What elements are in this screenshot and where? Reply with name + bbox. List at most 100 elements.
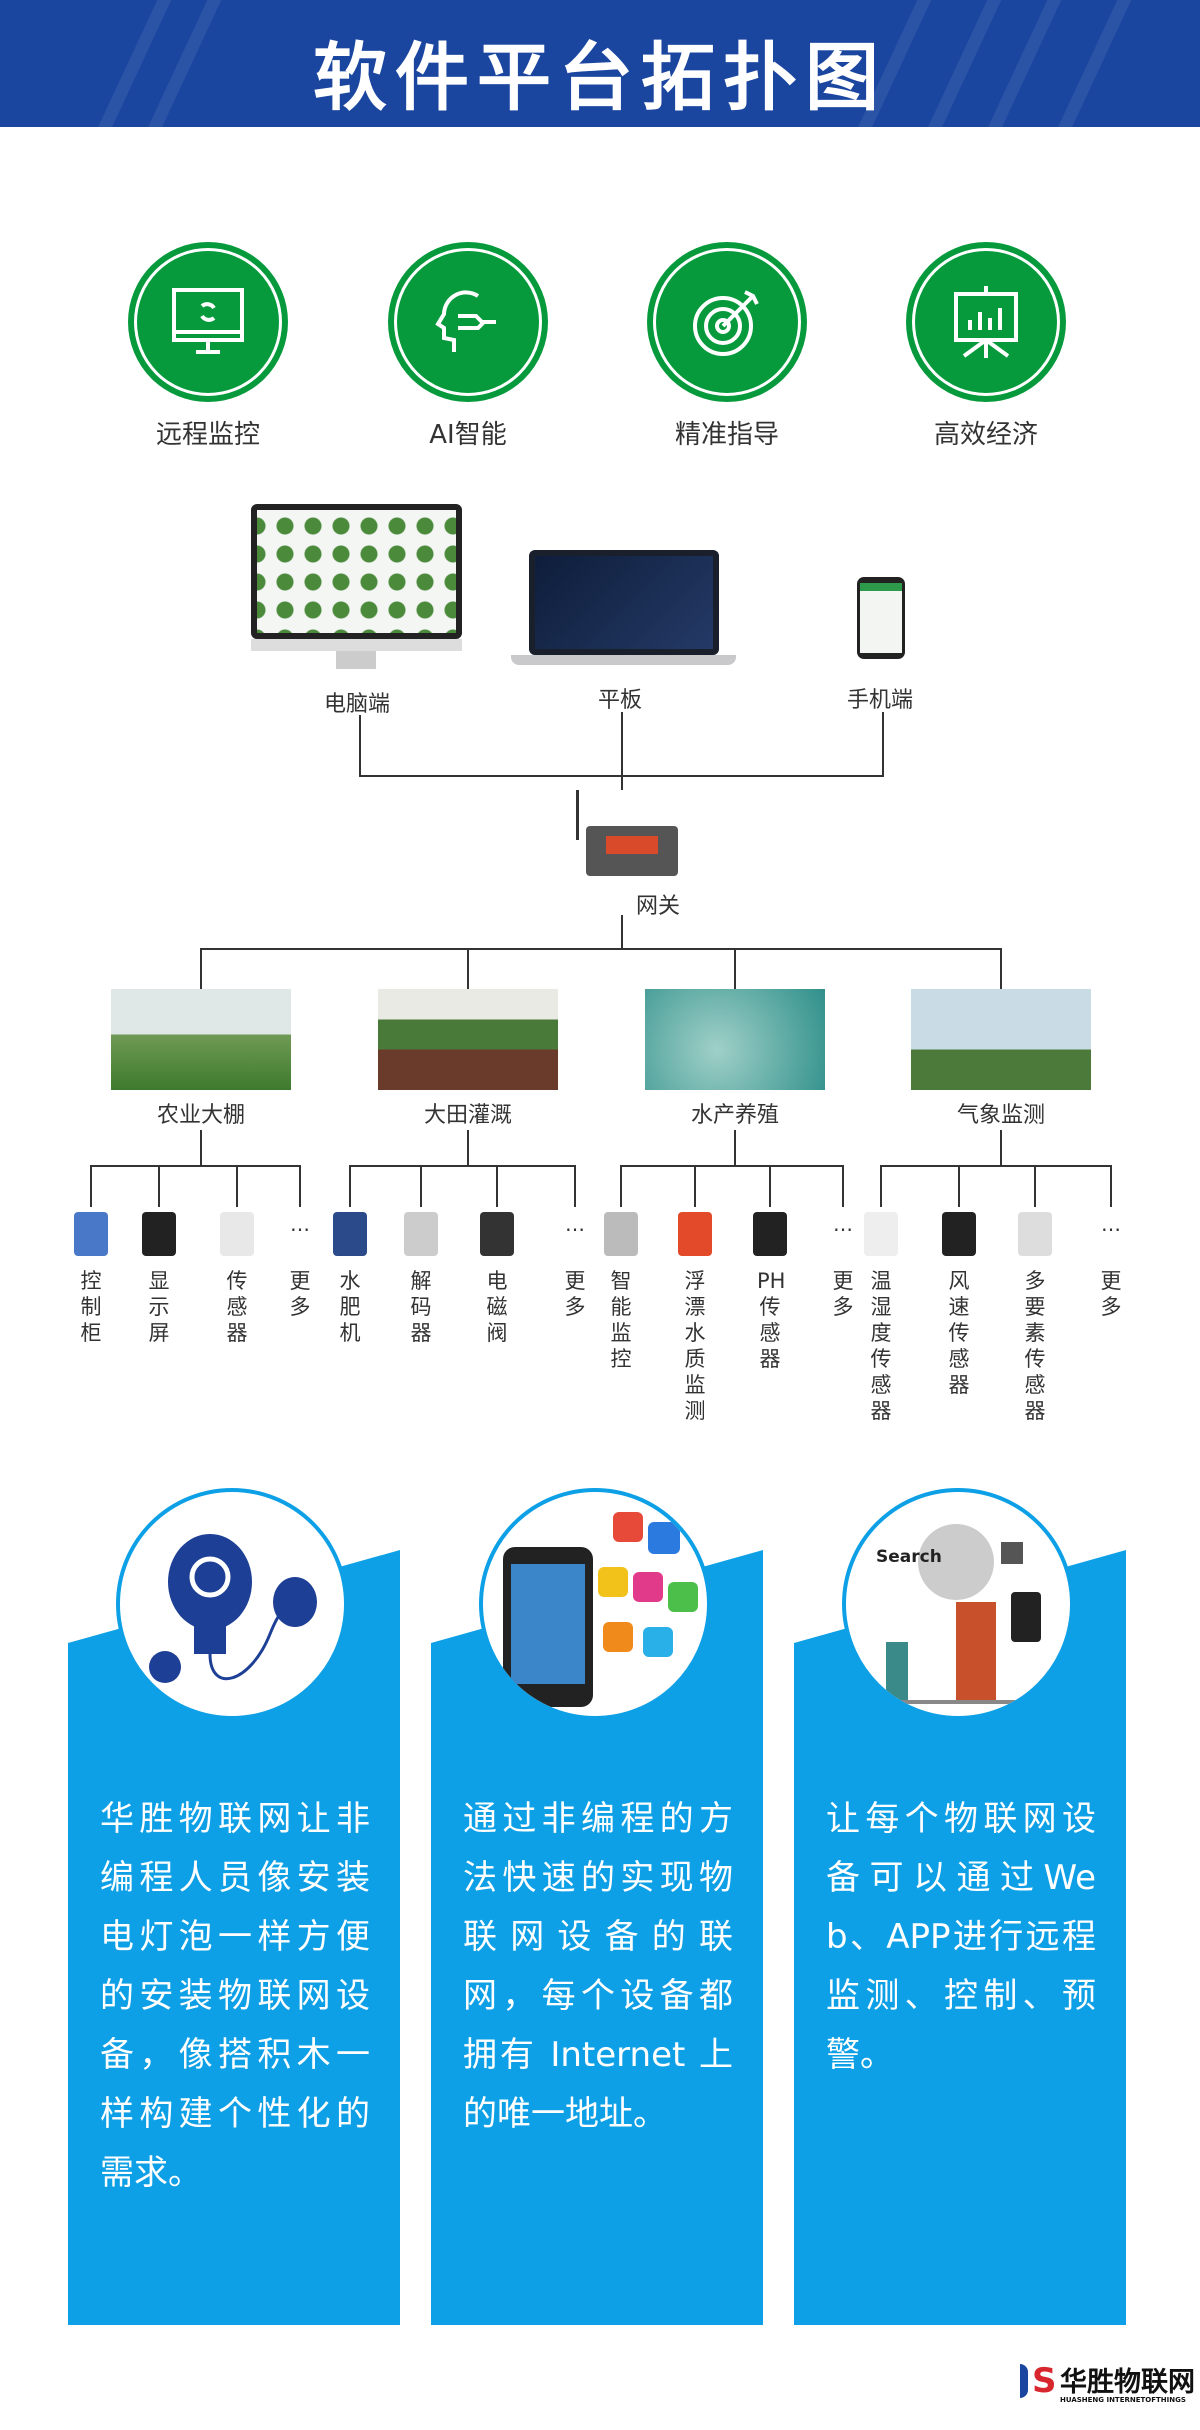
connector-line — [200, 949, 202, 989]
device-label: 智能监控 — [610, 1269, 632, 1371]
connector-line — [349, 1165, 576, 1167]
connector-line — [621, 712, 623, 790]
connector-line — [496, 1165, 498, 1207]
device-image — [864, 1212, 898, 1256]
gateway-image — [566, 790, 682, 884]
device-image — [753, 1212, 787, 1256]
more-ellipsis: … — [1101, 1212, 1121, 1236]
connector-line — [90, 1165, 92, 1207]
lightbulb-gears-illustration — [116, 1488, 348, 1720]
device-label: PH传感器 — [757, 1269, 786, 1371]
device-label: 显示屏 — [148, 1269, 170, 1345]
target-icon — [647, 242, 807, 402]
more-ellipsis: … — [290, 1212, 310, 1236]
greenhouse-image — [111, 989, 291, 1090]
connector-line — [694, 1165, 696, 1207]
connector-line — [769, 1165, 771, 1207]
device-image — [942, 1212, 976, 1256]
device-label: 控制柜 — [80, 1269, 102, 1345]
device-image — [1018, 1212, 1052, 1256]
connector-line — [958, 1165, 960, 1207]
category-label: 气象监测 — [956, 1103, 1045, 1128]
huasheng-logo: S 华胜物联网 HUASHENG INTERNETOFTHINGS — [1020, 2360, 1200, 2420]
device-image — [678, 1212, 712, 1256]
device-label-tablet: 平板 — [597, 688, 642, 713]
connector-line — [200, 948, 1002, 950]
more-ellipsis: … — [833, 1212, 853, 1236]
desktop-monitor-image — [251, 504, 462, 674]
device-label: 更多 — [832, 1269, 854, 1319]
connector-line — [467, 1130, 469, 1166]
connector-line — [90, 1165, 301, 1167]
feature-label: 精准指导 — [674, 420, 779, 450]
connector-line — [1034, 1165, 1036, 1207]
connector-line — [299, 1165, 301, 1207]
connector-line — [359, 715, 361, 775]
device-image — [142, 1212, 176, 1256]
device-label: 浮漂水质监测 — [684, 1269, 706, 1423]
device-label-desktop: 电脑端 — [323, 692, 390, 717]
page-title: 软件平台拓扑图 — [313, 35, 887, 121]
device-image — [74, 1212, 108, 1256]
connector-line — [734, 949, 736, 989]
device-label: 风速传感器 — [948, 1269, 970, 1397]
connector-line — [200, 1130, 202, 1166]
connector-line — [236, 1165, 238, 1207]
laptop-image — [511, 550, 736, 667]
device-label: 更多 — [564, 1269, 586, 1319]
connector-line — [621, 915, 623, 949]
more-ellipsis: … — [565, 1212, 585, 1236]
device-image — [333, 1212, 367, 1256]
connector-line — [349, 1165, 351, 1207]
logo-en: HUASHENG INTERNETOFTHINGS — [1060, 2396, 1186, 2404]
device-label: 更多 — [1100, 1269, 1122, 1319]
category-label: 水产养殖 — [690, 1103, 779, 1128]
page-header: 软件平台拓扑图 — [0, 0, 1200, 127]
panel-text-3: 让每个物联网设备可以通过Web、APP进行远程监测、控制、预警。 — [826, 1799, 1096, 2075]
panel-text-1: 华胜物联网让非编程人员像安装电灯泡一样方便的安装物联网设备，像搭积木一样构建个性… — [100, 1799, 370, 2193]
smartphone-apps-illustration — [479, 1488, 711, 1720]
connector-line — [1000, 1130, 1002, 1166]
panel-text-2: 通过非编程的方法快速的实现物联网设备的联网，每个设备都拥有 Internet 上… — [463, 1799, 733, 2134]
device-label: 水肥机 — [339, 1269, 361, 1345]
connector-line — [734, 1130, 736, 1166]
connector-line — [1110, 1165, 1112, 1207]
connector-line — [620, 1165, 844, 1167]
connector-line — [882, 712, 884, 775]
presentation-chart-icon — [906, 242, 1066, 402]
device-label-phone: 手机端 — [846, 688, 913, 713]
connector-line — [359, 775, 884, 777]
feature-label: 远程监控 — [155, 420, 260, 450]
device-image — [404, 1212, 438, 1256]
connector-line — [158, 1165, 160, 1207]
feature-label: AI智能 — [429, 420, 507, 450]
connector-line — [880, 1165, 882, 1207]
device-label: 更多 — [289, 1269, 311, 1319]
phone-image — [857, 577, 905, 659]
connector-line — [574, 1165, 576, 1207]
device-label: 电磁阀 — [486, 1269, 508, 1345]
gateway-label: 网关 — [635, 894, 680, 919]
device-image — [220, 1212, 254, 1256]
search-label: Search — [876, 1547, 942, 1567]
device-image — [604, 1212, 638, 1256]
device-label: 多要素传感器 — [1024, 1269, 1046, 1423]
category-label: 农业大棚 — [156, 1103, 245, 1128]
connector-line — [1000, 949, 1002, 989]
device-label: 解码器 — [410, 1269, 432, 1345]
connector-line — [620, 1165, 622, 1207]
weather-image — [911, 989, 1091, 1090]
connector-line — [880, 1165, 1112, 1167]
ai-head-icon — [388, 242, 548, 402]
monitor-refresh-icon — [128, 242, 288, 402]
irrigation-image — [378, 989, 558, 1090]
connector-line — [842, 1165, 844, 1207]
aquaculture-image — [645, 989, 825, 1090]
category-label: 大田灌溉 — [423, 1103, 512, 1128]
smart-city-search-illustration: Search — [842, 1488, 1074, 1720]
device-label: 传感器 — [226, 1269, 248, 1345]
device-label: 温湿度传感器 — [870, 1269, 892, 1423]
feature-label: 高效经济 — [933, 420, 1038, 450]
connector-line — [420, 1165, 422, 1207]
device-image — [480, 1212, 514, 1256]
